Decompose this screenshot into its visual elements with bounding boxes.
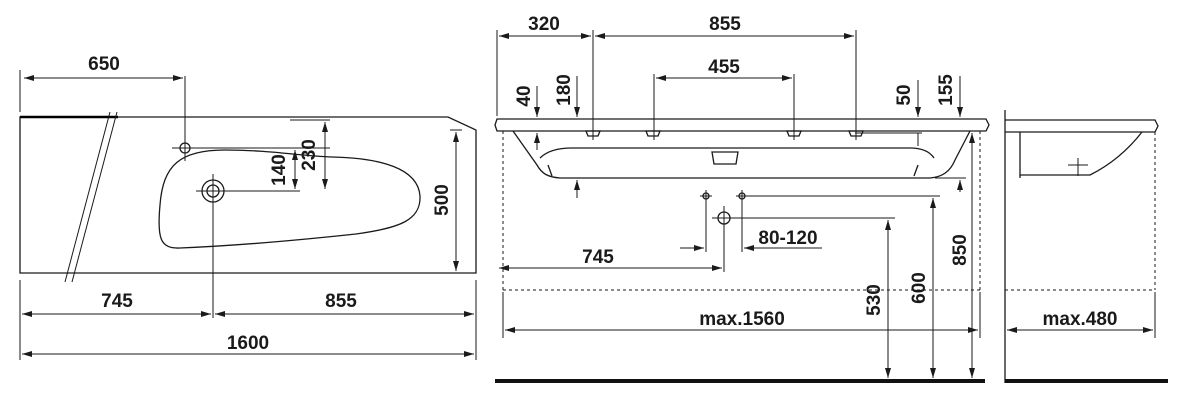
dim-530: 530 (864, 284, 885, 316)
dim-855-top: 855 (325, 291, 357, 312)
dim-1600: 1600 (227, 333, 269, 354)
dim-855-front: 855 (709, 14, 741, 35)
front-view-basin (512, 130, 971, 179)
side-view: max.480 (1004, 110, 1168, 383)
dim-600: 600 (909, 272, 930, 304)
dim-650: 650 (88, 54, 120, 75)
top-view: 650 140 230 500 745 855 1600 (19, 54, 477, 360)
dim-140: 140 (269, 154, 290, 186)
top-view-outline (19, 116, 477, 274)
wall-connections (680, 190, 822, 272)
top-view-basin (158, 149, 421, 249)
side-view-basin (1019, 131, 1143, 176)
dim-320: 320 (528, 14, 560, 35)
front-view-countertop (494, 118, 990, 132)
dim-40: 40 (514, 85, 535, 106)
dim-500: 500 (432, 184, 453, 216)
dim-745-top: 745 (101, 291, 133, 312)
dim-230: 230 (299, 139, 320, 171)
dim-max1560: max.1560 (699, 309, 785, 330)
front-view: 320 855 455 40 180 50 155 (494, 14, 990, 383)
front-tap-holes (585, 130, 864, 137)
dim-80-120: 80-120 (758, 228, 817, 249)
dim-max480: max.480 (1042, 309, 1117, 330)
side-view-countertop (1005, 119, 1159, 133)
dim-455: 455 (708, 57, 740, 78)
dim-745-front: 745 (582, 247, 614, 268)
dim-50: 50 (894, 84, 915, 105)
dim-850: 850 (950, 234, 971, 266)
dim-155: 155 (936, 74, 957, 106)
dim-180: 180 (554, 74, 575, 106)
